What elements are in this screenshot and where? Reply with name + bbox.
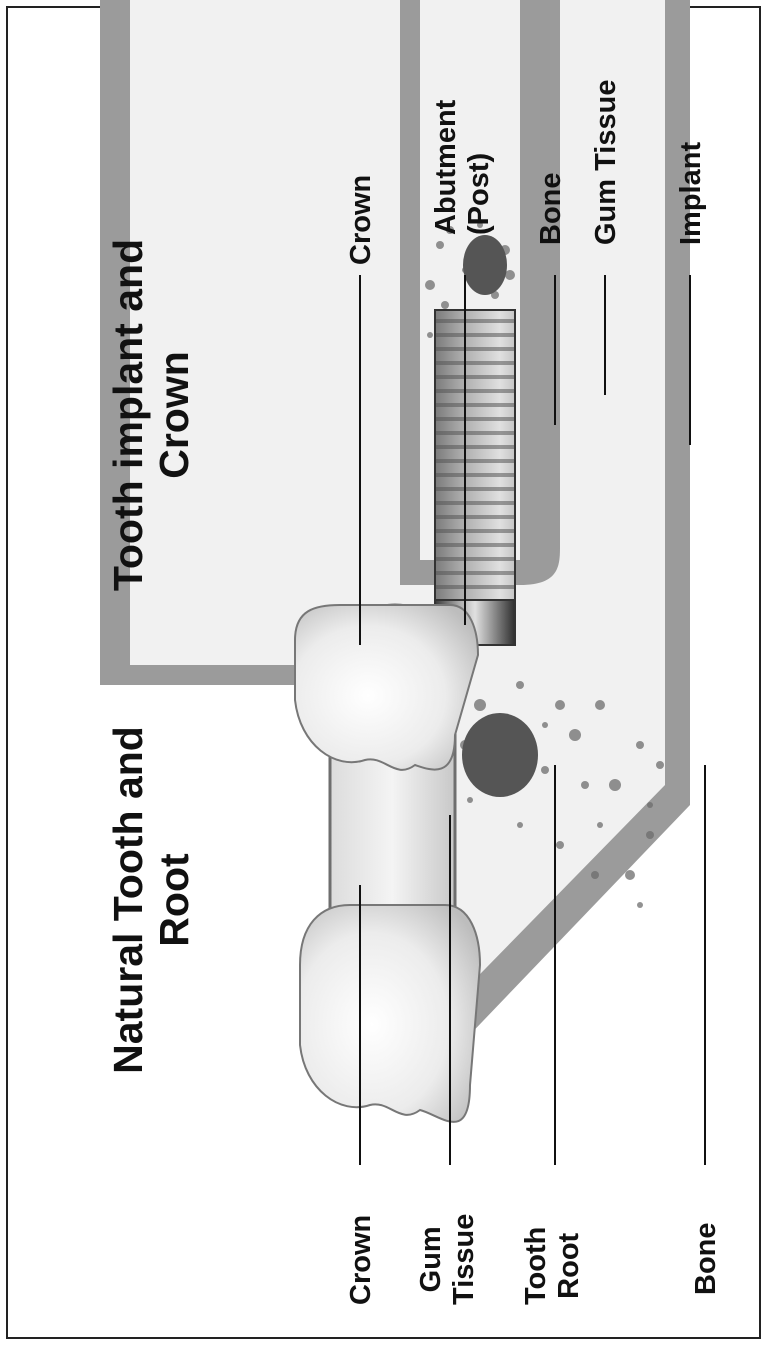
implant-label-gum-tissue: Gum Tissue <box>590 80 623 245</box>
implant-crown <box>295 605 478 770</box>
implant-bone-speckle <box>505 270 515 280</box>
natural-title: Natural Tooth and Root <box>105 670 197 1130</box>
implant-bone-speckle <box>425 280 435 290</box>
natural-crown <box>300 905 480 1122</box>
natural-label-bone: Bone <box>690 1223 723 1296</box>
natural-label-tooth-root: Tooth Root <box>520 1227 586 1305</box>
natural-label-crown: Crown <box>345 1215 378 1305</box>
natural-cavity-spot <box>462 713 538 797</box>
implant-bone-speckle <box>436 241 444 249</box>
implant-bone-speckle <box>427 332 433 338</box>
implant-label-abutment: Abutment (Post) <box>430 100 496 235</box>
natural-label-gum-tissue: Gum Tissue <box>415 1214 481 1305</box>
implant-label-bone: Bone <box>535 173 568 246</box>
implant-label-implant: Implant <box>675 142 708 245</box>
implant-cavity-spot <box>463 235 507 295</box>
implant-bone-speckle <box>441 301 449 309</box>
implant-title: Tooth implant and Crown <box>105 185 197 645</box>
implant-post <box>435 310 515 605</box>
implant-label-crown: Crown <box>345 175 378 265</box>
